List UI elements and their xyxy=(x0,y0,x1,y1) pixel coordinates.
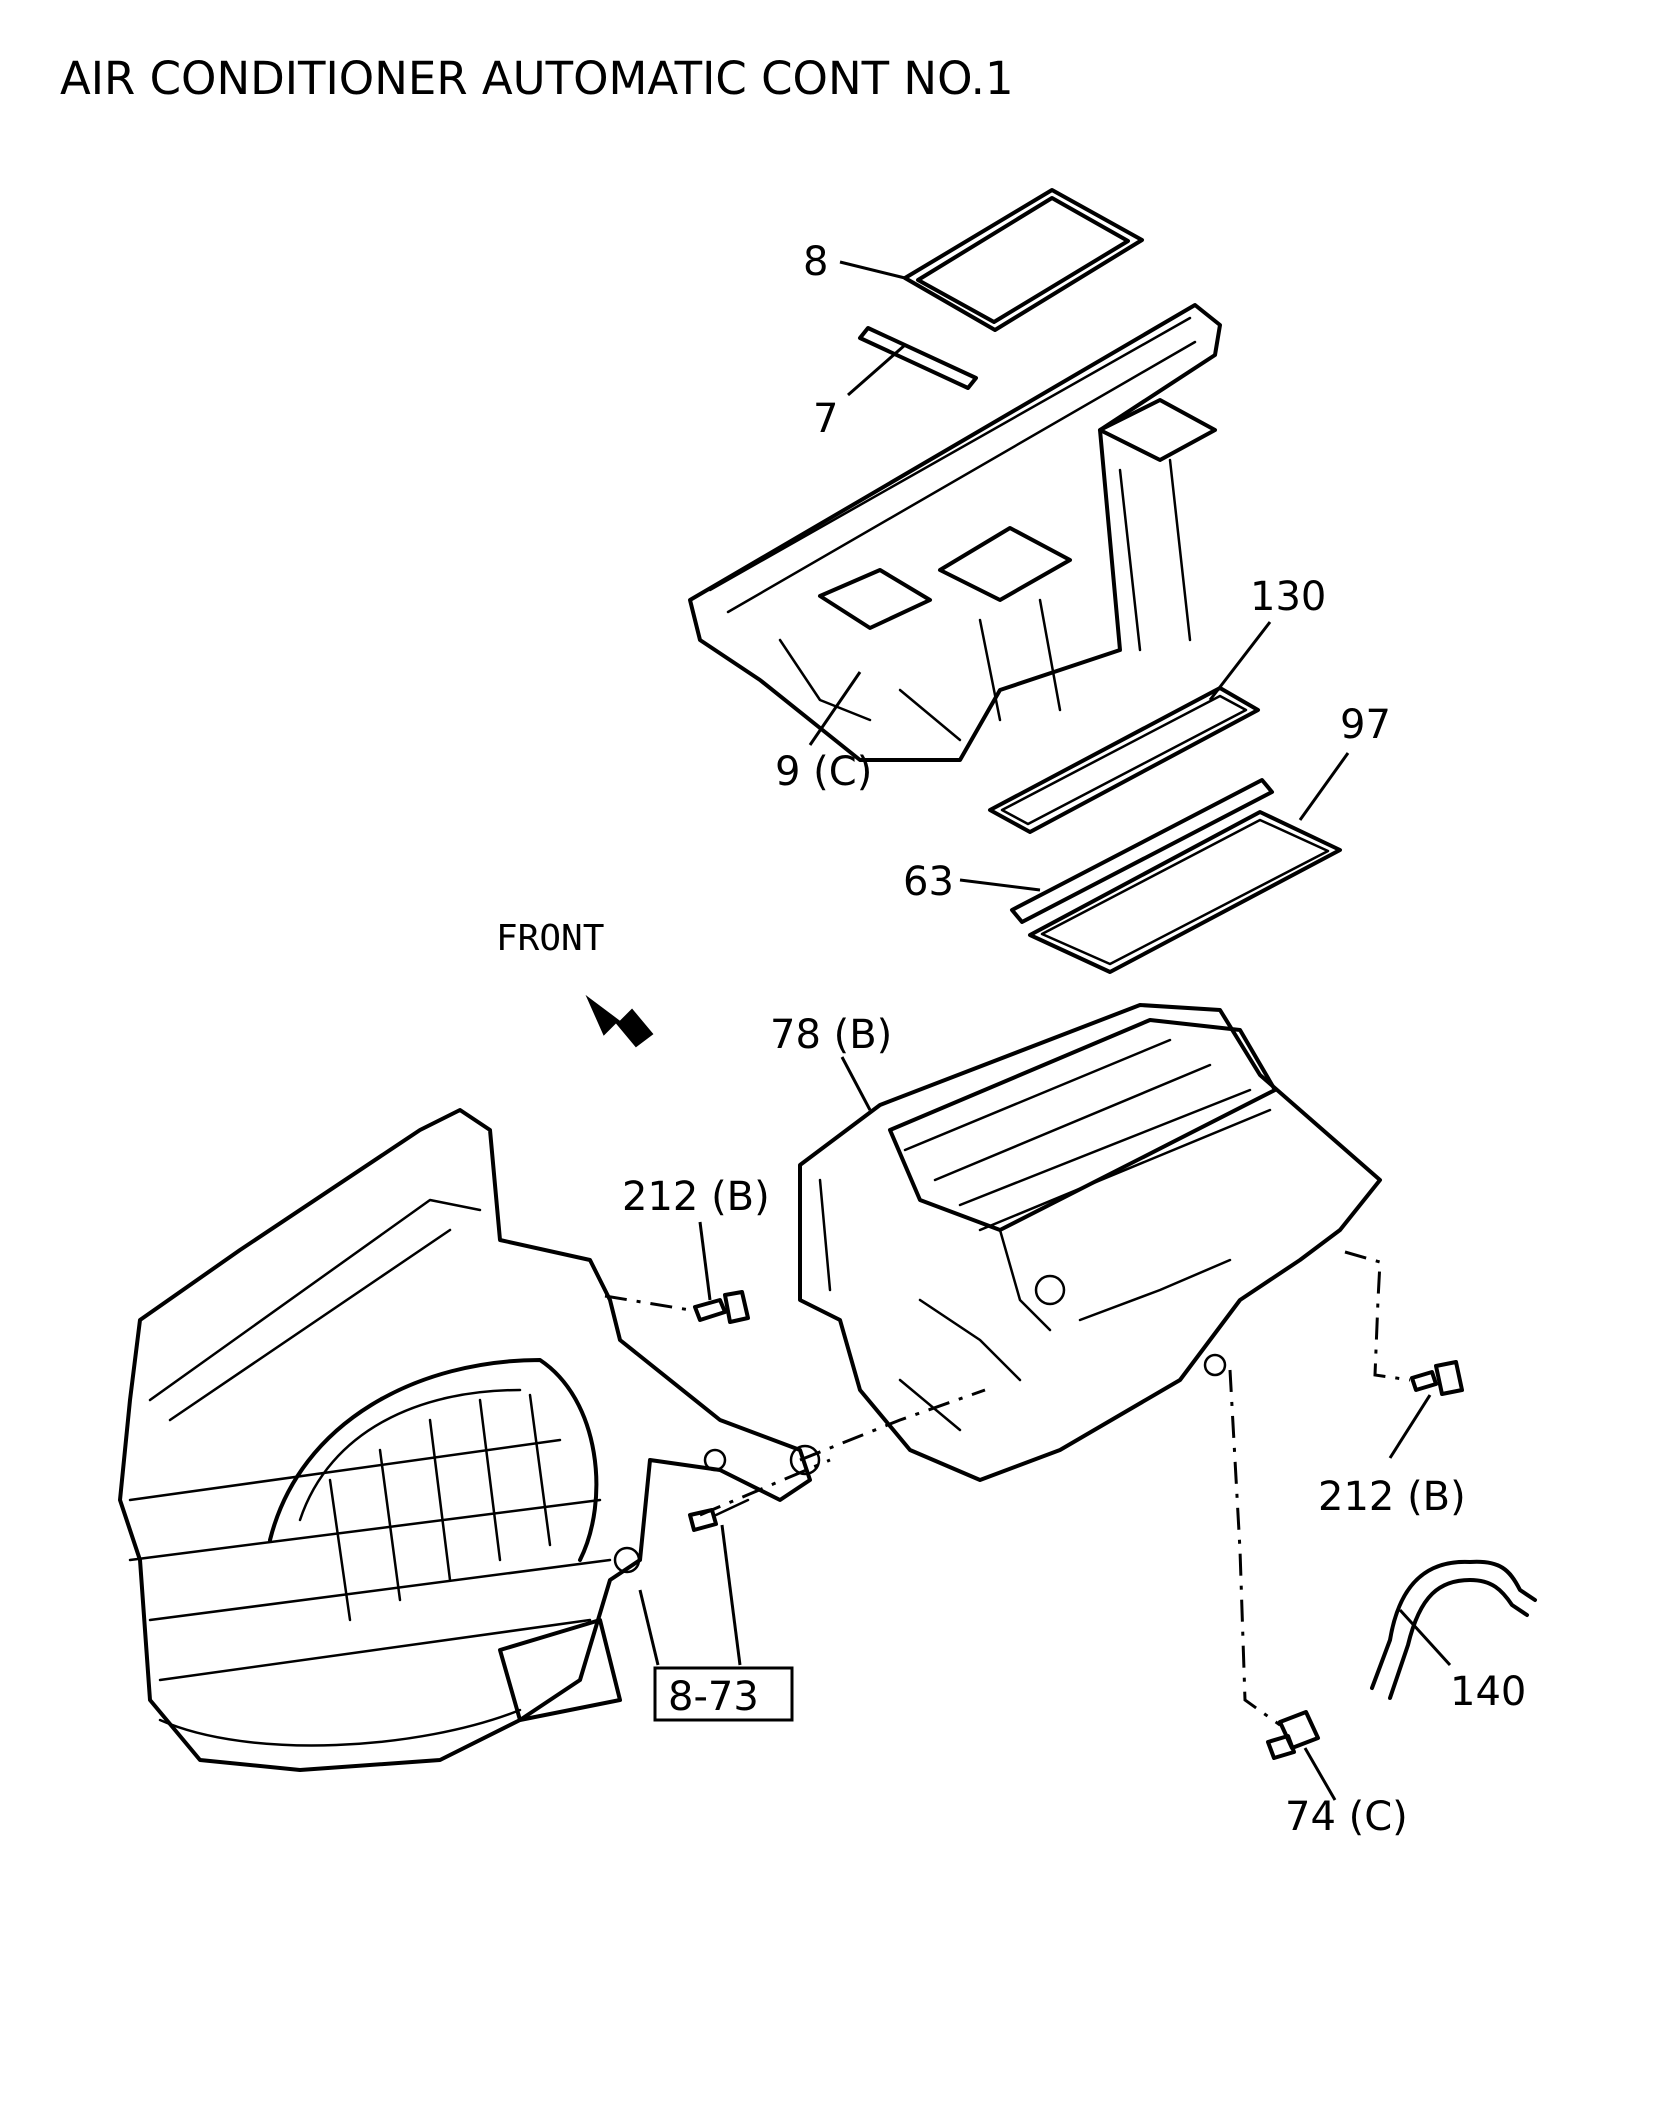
callout-78b: 78 (B) xyxy=(770,1012,892,1058)
callout-8-73-box: 8-73 xyxy=(653,1666,794,1722)
seal-strip-63 xyxy=(1010,778,1274,924)
callout-97: 97 xyxy=(1340,702,1391,748)
leader-line xyxy=(1303,1747,1337,1801)
bolt-212b-right xyxy=(1410,1360,1464,1396)
arrow-up-left-icon xyxy=(585,994,654,1048)
leader-line xyxy=(1398,1608,1452,1667)
leader-line xyxy=(720,1524,742,1666)
gasket-8 xyxy=(903,188,1144,332)
callout-9c: 9 (C) xyxy=(775,749,872,795)
leader-line xyxy=(1388,1394,1432,1459)
callout-212b-right: 212 (B) xyxy=(1318,1474,1466,1520)
callout-7: 7 xyxy=(813,396,838,442)
connection-line xyxy=(1228,1369,1281,1727)
leader-line xyxy=(808,671,862,746)
leader-line xyxy=(847,343,906,397)
callout-8-73: 8-73 xyxy=(668,1674,759,1720)
blower-unit xyxy=(118,1108,821,1772)
leader-line xyxy=(698,1221,712,1301)
leader-line xyxy=(959,878,1041,892)
screw-8-73 xyxy=(688,1498,750,1532)
leader-line xyxy=(1208,621,1272,701)
unit-78b xyxy=(798,1003,1382,1482)
seal-strip-7 xyxy=(858,326,978,390)
leader-line xyxy=(839,260,906,280)
page-title: AIR CONDITIONER AUTOMATIC CONT NO.1 xyxy=(60,52,1014,105)
front-label: FRONT xyxy=(496,918,604,959)
duct-9c xyxy=(688,303,1222,762)
connection-line xyxy=(604,1294,691,1312)
callout-140: 140 xyxy=(1450,1669,1526,1715)
connection-line xyxy=(799,1388,986,1462)
hose-140 xyxy=(1370,1559,1537,1700)
filter-frame-97 xyxy=(1028,810,1342,974)
callout-212b-left: 212 (B) xyxy=(622,1174,770,1220)
bolt-212b-left xyxy=(693,1290,750,1324)
callout-63: 63 xyxy=(903,859,954,905)
callout-8: 8 xyxy=(803,239,828,285)
filter-frame-130 xyxy=(988,686,1260,834)
leader-line xyxy=(638,1589,660,1666)
connection-line xyxy=(1344,1250,1411,1382)
callout-74c: 74 (C) xyxy=(1285,1794,1408,1840)
leader-line xyxy=(840,1056,872,1111)
callout-130: 130 xyxy=(1250,574,1326,620)
clip-74c xyxy=(1266,1710,1320,1760)
leader-line xyxy=(1298,752,1350,821)
